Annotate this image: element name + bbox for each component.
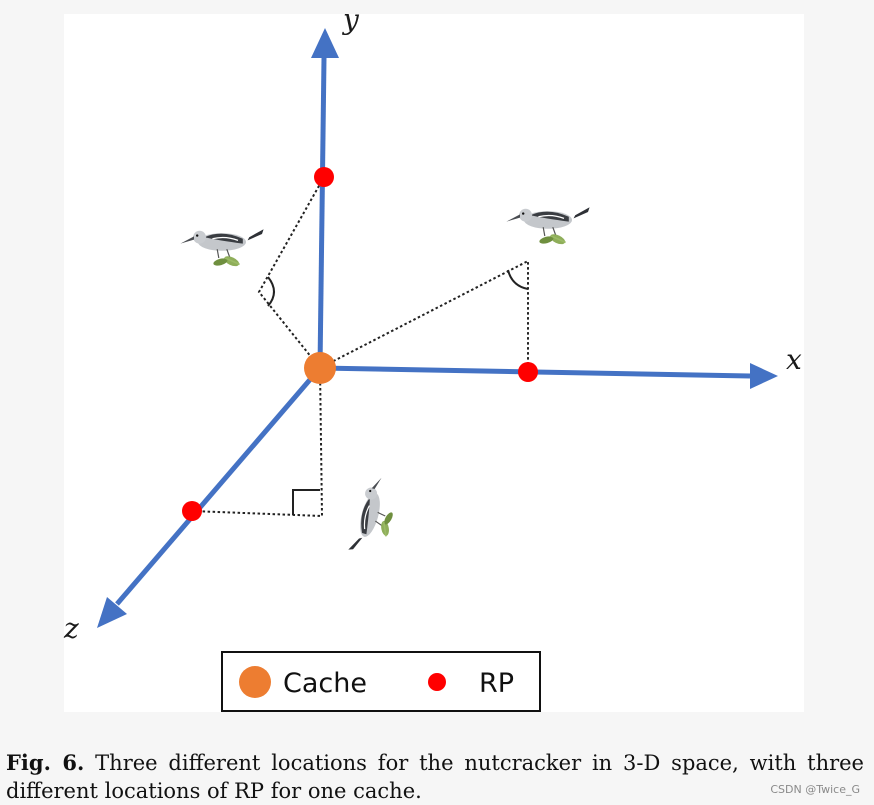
- nutcracker-bird-right: [505, 206, 591, 248]
- y-axis: [317, 57, 327, 369]
- axes: [97, 28, 778, 628]
- nutcracker-bird-left: [179, 228, 265, 270]
- y-axis-arrowhead: [311, 28, 339, 58]
- legend-rp-marker: [428, 673, 446, 691]
- y-rp-triangle-lines: [257, 176, 325, 369]
- angle-mark-left: [267, 276, 275, 307]
- watermark: CSDN @Twice_G: [770, 783, 860, 796]
- z-axis: [115, 366, 322, 606]
- legend: Cache RP: [221, 651, 541, 712]
- rp-point-y: [314, 167, 334, 187]
- figure-panel: [64, 14, 804, 712]
- legend-box: [221, 651, 541, 712]
- x-rp-triangle-lines: [319, 259, 529, 372]
- legend-rp-label: RP: [479, 668, 514, 699]
- rp-point-z: [182, 501, 202, 521]
- x-axis-arrowhead: [750, 363, 778, 389]
- figure-caption-label: Fig. 6.: [6, 750, 85, 775]
- y-axis-label: y: [341, 3, 360, 36]
- z-axis-arrowhead: [97, 597, 127, 628]
- x-axis-label: x: [786, 343, 802, 376]
- figure-caption: Fig. 6. Three different locations for th…: [6, 749, 864, 805]
- construction-lines: [191, 176, 529, 518]
- nutcracker-bird-bottom: [347, 473, 405, 560]
- z-axis-label: z: [63, 612, 79, 645]
- cache-point: [304, 352, 336, 384]
- angle-mark-right: [507, 269, 529, 290]
- legend-cache-label: Cache: [283, 668, 367, 699]
- legend-cache-marker: [239, 666, 271, 698]
- figure-caption-text: Three different locations for the nutcra…: [6, 751, 864, 803]
- rp-point-x: [518, 362, 538, 382]
- right-angle-mark: [292, 489, 320, 515]
